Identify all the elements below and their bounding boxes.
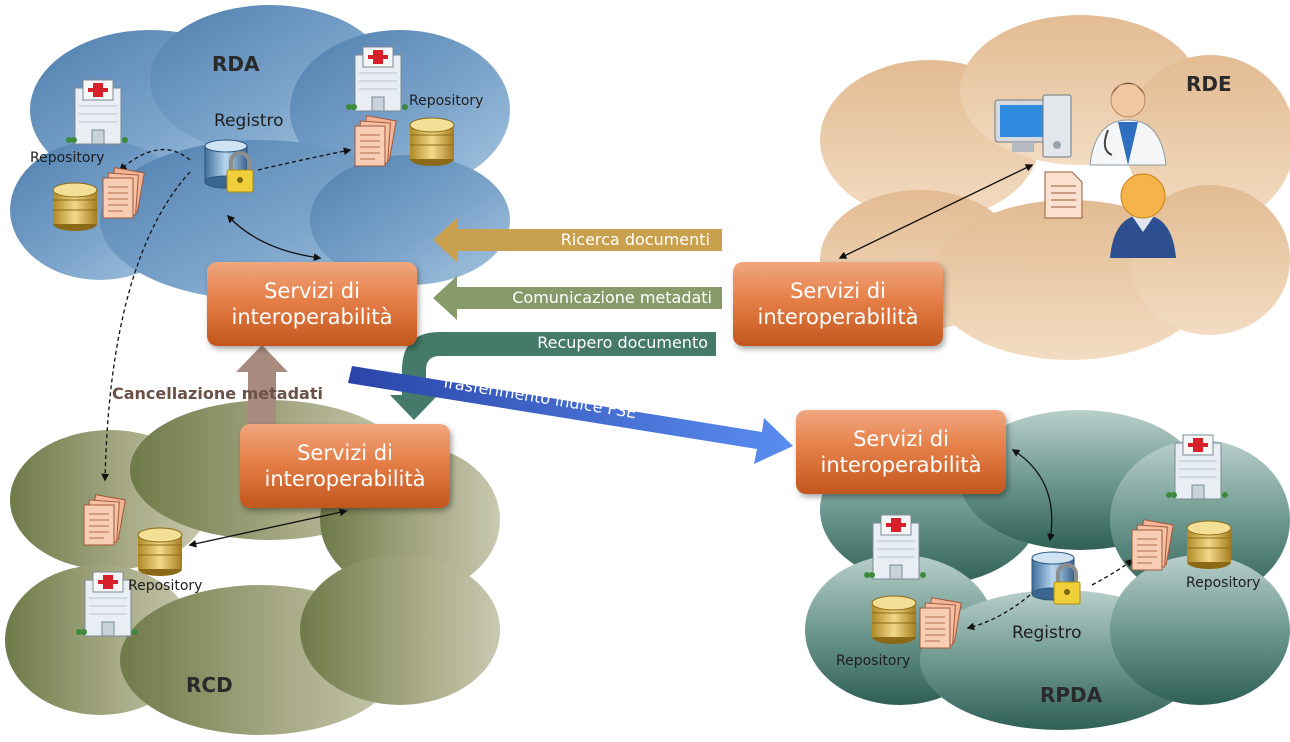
hospital-icon bbox=[345, 46, 409, 112]
recupero-arrow bbox=[390, 332, 716, 420]
trasferimento-arrow bbox=[348, 366, 793, 464]
services-line1: Servizi di bbox=[264, 278, 360, 303]
connectors bbox=[188, 164, 1055, 548]
rda-title: RDA bbox=[212, 52, 260, 76]
documents-icon bbox=[1131, 519, 1174, 571]
services-line1: Servizi di bbox=[853, 426, 949, 451]
coins-icon bbox=[1186, 520, 1232, 570]
coins-icon bbox=[137, 527, 183, 577]
documents-icon bbox=[83, 494, 126, 546]
documents-icon bbox=[102, 167, 145, 219]
ricerca-arrow bbox=[433, 218, 722, 262]
repository-label: Repository bbox=[836, 653, 911, 669]
repository-label: Repository bbox=[30, 150, 105, 166]
services-line1: Servizi di bbox=[790, 278, 886, 303]
document-icon bbox=[1044, 171, 1083, 219]
recupero-label: Recupero documento bbox=[537, 333, 708, 352]
coins-icon bbox=[871, 595, 917, 645]
services-line1: Servizi di bbox=[297, 440, 393, 465]
doctor-icon bbox=[1089, 82, 1167, 166]
hospital-icon bbox=[863, 514, 927, 580]
rde-title: RDE bbox=[1186, 72, 1232, 96]
registro-label: Registro bbox=[1012, 623, 1082, 643]
rcd-title: RCD bbox=[186, 673, 233, 697]
cancellazione-label: Cancellazione metadati bbox=[112, 384, 323, 403]
services-line2: interoperabilità bbox=[820, 453, 982, 477]
database-lock-icon bbox=[203, 138, 255, 194]
ricerca-label: Ricerca documenti bbox=[560, 230, 710, 249]
services-line2: interoperabilità bbox=[757, 305, 919, 329]
coins-icon bbox=[409, 117, 455, 167]
coins-icon bbox=[52, 182, 98, 232]
services-line2: interoperabilità bbox=[231, 305, 393, 329]
hospital-icon bbox=[1165, 434, 1229, 500]
registro-label: Registro bbox=[214, 111, 284, 131]
rpda-title: RPDA bbox=[1040, 683, 1103, 707]
repository-label: Repository bbox=[1186, 575, 1261, 591]
cancellazione-arrow bbox=[236, 345, 288, 425]
documents-icon bbox=[919, 597, 962, 649]
repository-label: Repository bbox=[409, 93, 484, 109]
services-line2: interoperabilità bbox=[264, 467, 426, 491]
patient-icon bbox=[1110, 173, 1176, 258]
comunicazione-arrow bbox=[433, 276, 722, 320]
comunicazione-label: Comunicazione metadati bbox=[512, 288, 712, 307]
hospital-icon bbox=[65, 79, 129, 145]
documents-icon bbox=[354, 115, 397, 167]
computer-icon bbox=[994, 94, 1072, 158]
dashed-links bbox=[101, 147, 1134, 631]
database-lock-icon bbox=[1030, 550, 1082, 606]
repository-label: Repository bbox=[128, 578, 203, 594]
